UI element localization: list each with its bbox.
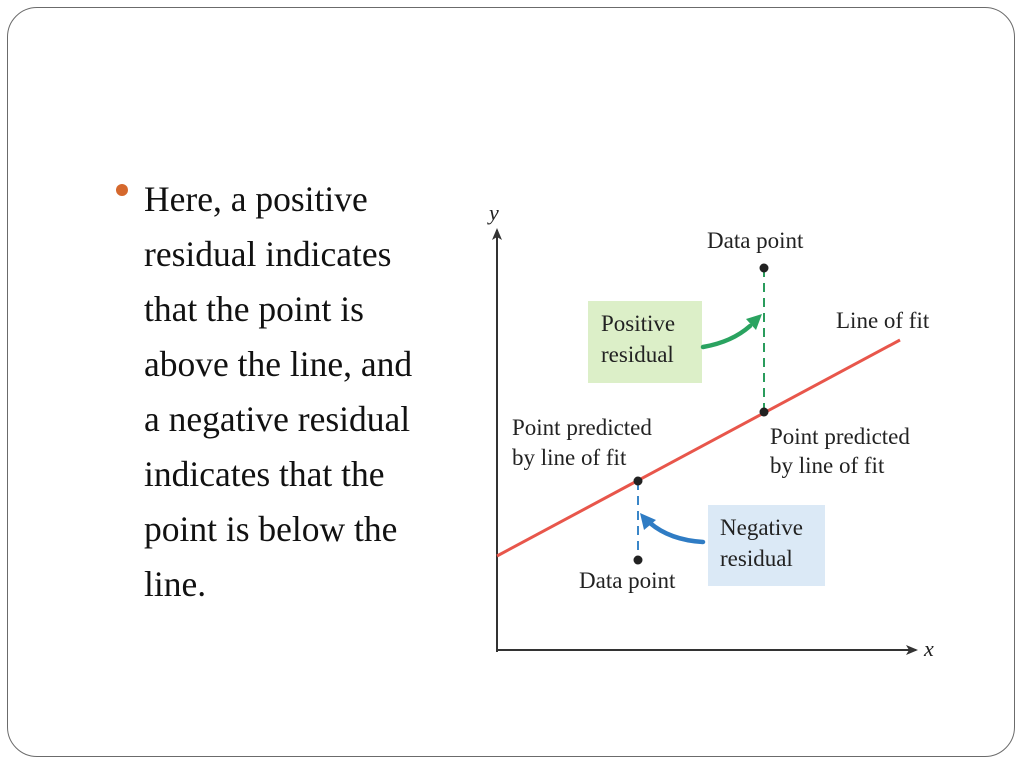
left-predicted-line-2: by line of fit: [512, 445, 627, 470]
positive-residual-box: [588, 301, 702, 383]
bullet-dot-icon: [116, 184, 128, 196]
upper-data-point: [759, 263, 769, 273]
positive-residual-label: Positive residual: [601, 311, 681, 367]
negative-residual-arrow: [647, 520, 706, 545]
left-predicted-line-1: Point predicted: [512, 415, 652, 440]
line-of-fit-label: Line of fit: [836, 308, 930, 333]
positive-residual-line-1: Positive: [601, 311, 675, 336]
negative-residual-arrowhead: [640, 513, 656, 530]
positive-residual-line-2: residual: [601, 342, 674, 367]
positive-residual-arrowhead: [746, 314, 762, 330]
bullet-block: Here, a positive residual indicates that…: [113, 172, 458, 612]
upper-data-point-label: Data point: [707, 228, 804, 253]
lower-data-point: [633, 555, 643, 565]
right-predicted-line-2: by line of fit: [770, 453, 885, 478]
residual-diagram: y x Line of fit Data point Point predict…: [487, 200, 934, 661]
negative-residual-box: [708, 505, 825, 586]
negative-residual-line-1: Negative: [720, 515, 803, 540]
slide-frame: [7, 7, 1015, 757]
lower-predicted-point: [633, 476, 643, 486]
left-predicted-label: Point predicted by line of fit: [512, 415, 658, 470]
right-predicted-label: Point predicted by line of fit: [770, 424, 916, 478]
negative-residual-line-2: residual: [720, 546, 793, 571]
bullet-text: Here, a positive residual indicates that…: [144, 179, 413, 604]
lower-data-point-label: Data point: [579, 568, 676, 593]
positive-residual-arrow: [700, 323, 753, 350]
y-axis-label: y: [487, 200, 499, 225]
right-predicted-line-1: Point predicted: [770, 424, 910, 449]
upper-predicted-point: [759, 407, 769, 417]
negative-residual-label: Negative residual: [720, 515, 809, 571]
x-axis-label: x: [923, 636, 934, 661]
line-of-fit: [496, 338, 901, 558]
